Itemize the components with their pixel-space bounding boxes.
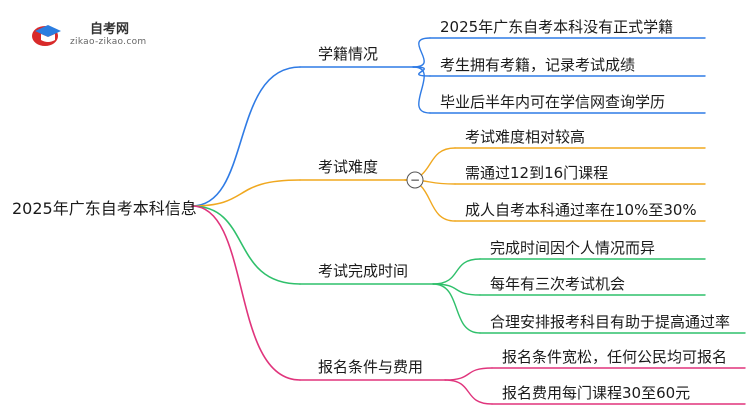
collapse-minus-icon[interactable]: − (410, 173, 420, 187)
child-connector (444, 379, 493, 405)
branch-topic: 考试完成时间 (318, 262, 409, 280)
child-connector (412, 66, 431, 114)
child-connector (432, 258, 481, 285)
branch-connector (191, 179, 301, 207)
branch-topic: 报名条件与费用 (318, 358, 424, 376)
child-connector (444, 367, 493, 381)
branch-connector (191, 66, 301, 207)
child-topic: 需通过12到16门课程 (465, 164, 609, 182)
branch-topic: 考试难度 (318, 158, 379, 176)
child-topic: 完成时间因个人情况而异 (490, 239, 656, 257)
branch-connector (191, 205, 301, 285)
logo-title: 自考网 (90, 22, 130, 37)
root-topic: 2025年广东自考本科信息 (12, 199, 197, 218)
child-topic: 报名条件宽松，任何公民均可报名 (502, 348, 728, 366)
child-topic: 每年有三次考试机会 (490, 275, 626, 293)
graduation-cap-icon (32, 25, 61, 46)
child-topic: 毕业后半年内可在学信网查询学历 (440, 93, 666, 111)
child-connector (432, 283, 481, 334)
branch-topic: 学籍情况 (318, 45, 379, 63)
child-connector (412, 66, 431, 77)
site-logo: 自考网 zikao-zikao.com (30, 14, 160, 54)
child-topic: 2025年广东自考本科没有正式学籍 (440, 18, 674, 36)
child-topic: 合理安排报考科目有助于提高通过率 (490, 313, 731, 331)
child-topic: 报名费用每门课程30至60元 (502, 384, 691, 402)
child-topic: 考试难度相对较高 (465, 128, 586, 146)
collapse-toggle[interactable] (406, 171, 424, 189)
logo-url: zikao-zikao.com (70, 37, 147, 47)
child-connector (432, 283, 481, 296)
child-connector (412, 37, 431, 68)
branch-connector (191, 205, 301, 381)
child-topic: 成人自考本科通过率在10%至30% (465, 201, 697, 219)
child-topic: 考生拥有考籍，记录考试成绩 (440, 56, 636, 74)
